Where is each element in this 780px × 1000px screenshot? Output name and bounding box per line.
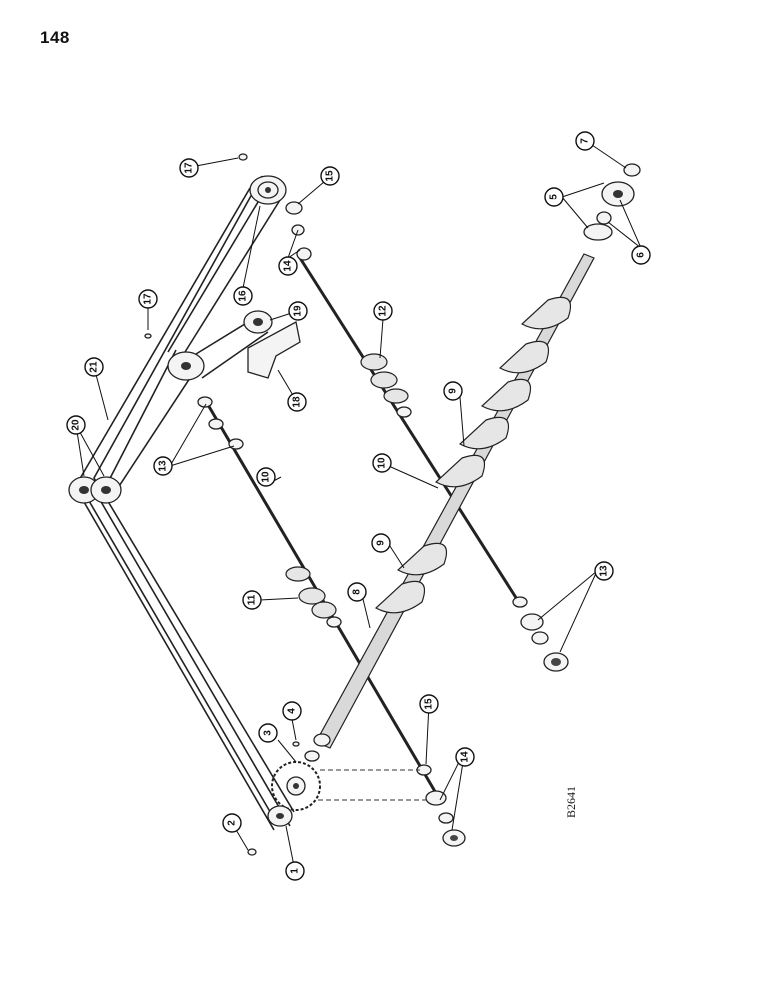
- pulley-16: [249, 175, 287, 205]
- lower-pulley: [267, 805, 293, 827]
- callout-number: 19: [293, 305, 304, 317]
- auger-assembly: [304, 253, 595, 801]
- callout-number: 15: [424, 698, 435, 710]
- callout-circle: [372, 453, 392, 473]
- pulley-19: [243, 310, 273, 334]
- callout-17: 17: [179, 158, 199, 178]
- callout-13: 13: [594, 561, 614, 581]
- callout-13: 13: [153, 456, 173, 476]
- callout-number: 15: [325, 170, 336, 182]
- callout-number: 16: [238, 290, 249, 302]
- callout-circle: [455, 747, 475, 767]
- callout-circle: [320, 166, 340, 186]
- callout-number: 10: [377, 457, 388, 469]
- callout-15: 15: [320, 166, 340, 186]
- bearing-parts: [583, 163, 641, 241]
- callout-number: 6: [636, 252, 647, 258]
- callout-number: 3: [263, 730, 274, 736]
- callout-8: 8: [347, 582, 367, 602]
- callouts: 1234567899101011121313141415151617171819…: [66, 131, 651, 881]
- callout-number: 18: [292, 396, 303, 408]
- callout-circle: [282, 701, 302, 721]
- drawing-code: B2641: [564, 786, 578, 818]
- callout-number: 9: [376, 540, 387, 546]
- callout-9: 9: [443, 381, 463, 401]
- callout-circle: [594, 561, 614, 581]
- callout-circle: [575, 131, 595, 151]
- callout-12: 12: [373, 301, 393, 321]
- callout-3: 3: [258, 723, 278, 743]
- callout-number: 2: [227, 820, 238, 826]
- callout-21: 21: [84, 357, 104, 377]
- callout-number: 21: [89, 361, 100, 373]
- callout-circle: [287, 392, 307, 412]
- callout-circle: [371, 533, 391, 553]
- pins: [144, 153, 300, 856]
- callout-circle: [373, 301, 393, 321]
- callout-number: 13: [158, 460, 169, 472]
- callout-circle: [443, 381, 463, 401]
- pulleys-20: [68, 476, 122, 504]
- callout-number: 11: [247, 594, 258, 605]
- callout-circle: [258, 723, 278, 743]
- callout-10: 10: [372, 453, 392, 473]
- callout-circle: [233, 286, 253, 306]
- callout-number: 10: [261, 471, 272, 483]
- callout-number: 17: [184, 162, 195, 174]
- pulley-mid: [167, 351, 205, 381]
- callout-circle: [84, 357, 104, 377]
- callout-circle: [288, 301, 308, 321]
- callout-circle: [222, 813, 242, 833]
- callout-circle: [544, 187, 564, 207]
- callout-18: 18: [287, 392, 307, 412]
- callout-circle: [631, 245, 651, 265]
- page-number: 148: [40, 28, 70, 47]
- callout-20: 20: [66, 415, 86, 435]
- callout-circle: [153, 456, 173, 476]
- leader-lines: [75, 144, 642, 872]
- callout-14: 14: [278, 256, 298, 276]
- callout-number: 4: [287, 708, 298, 714]
- callout-2: 2: [222, 813, 242, 833]
- callout-number: 12: [378, 305, 389, 317]
- upper-shaft-assembly: [285, 201, 569, 672]
- callout-5: 5: [544, 187, 564, 207]
- callout-circle: [66, 415, 86, 435]
- callout-number: 9: [448, 388, 459, 394]
- callout-number: 14: [283, 260, 294, 272]
- callout-number: 17: [143, 293, 154, 305]
- callout-circle: [419, 694, 439, 714]
- callout-number: 8: [352, 589, 363, 595]
- callout-circle: [179, 158, 199, 178]
- lower-shaft-assembly: [197, 396, 466, 847]
- callout-10: 10: [256, 467, 276, 487]
- callout-number: 7: [580, 138, 591, 144]
- callout-4: 4: [282, 701, 302, 721]
- callout-9: 9: [371, 533, 391, 553]
- callout-17: 17: [138, 289, 158, 309]
- callout-circle: [256, 467, 276, 487]
- callout-7: 7: [575, 131, 595, 151]
- callout-19: 19: [288, 301, 308, 321]
- callout-circle: [278, 256, 298, 276]
- callout-circle: [242, 590, 262, 610]
- callout-16: 16: [233, 286, 253, 306]
- callout-number: 5: [549, 194, 560, 200]
- callout-1: 1: [285, 861, 305, 881]
- callout-number: 13: [599, 565, 610, 577]
- callout-number: 20: [71, 419, 82, 431]
- callout-14: 14: [455, 747, 475, 767]
- callout-6: 6: [631, 245, 651, 265]
- callout-circle: [347, 582, 367, 602]
- callout-number: 1: [290, 868, 301, 874]
- callout-number: 14: [460, 751, 471, 763]
- callout-circle: [138, 289, 158, 309]
- callout-11: 11: [242, 590, 262, 610]
- callout-15: 15: [419, 694, 439, 714]
- bracket-18: [247, 321, 301, 379]
- callout-circle: [285, 861, 305, 881]
